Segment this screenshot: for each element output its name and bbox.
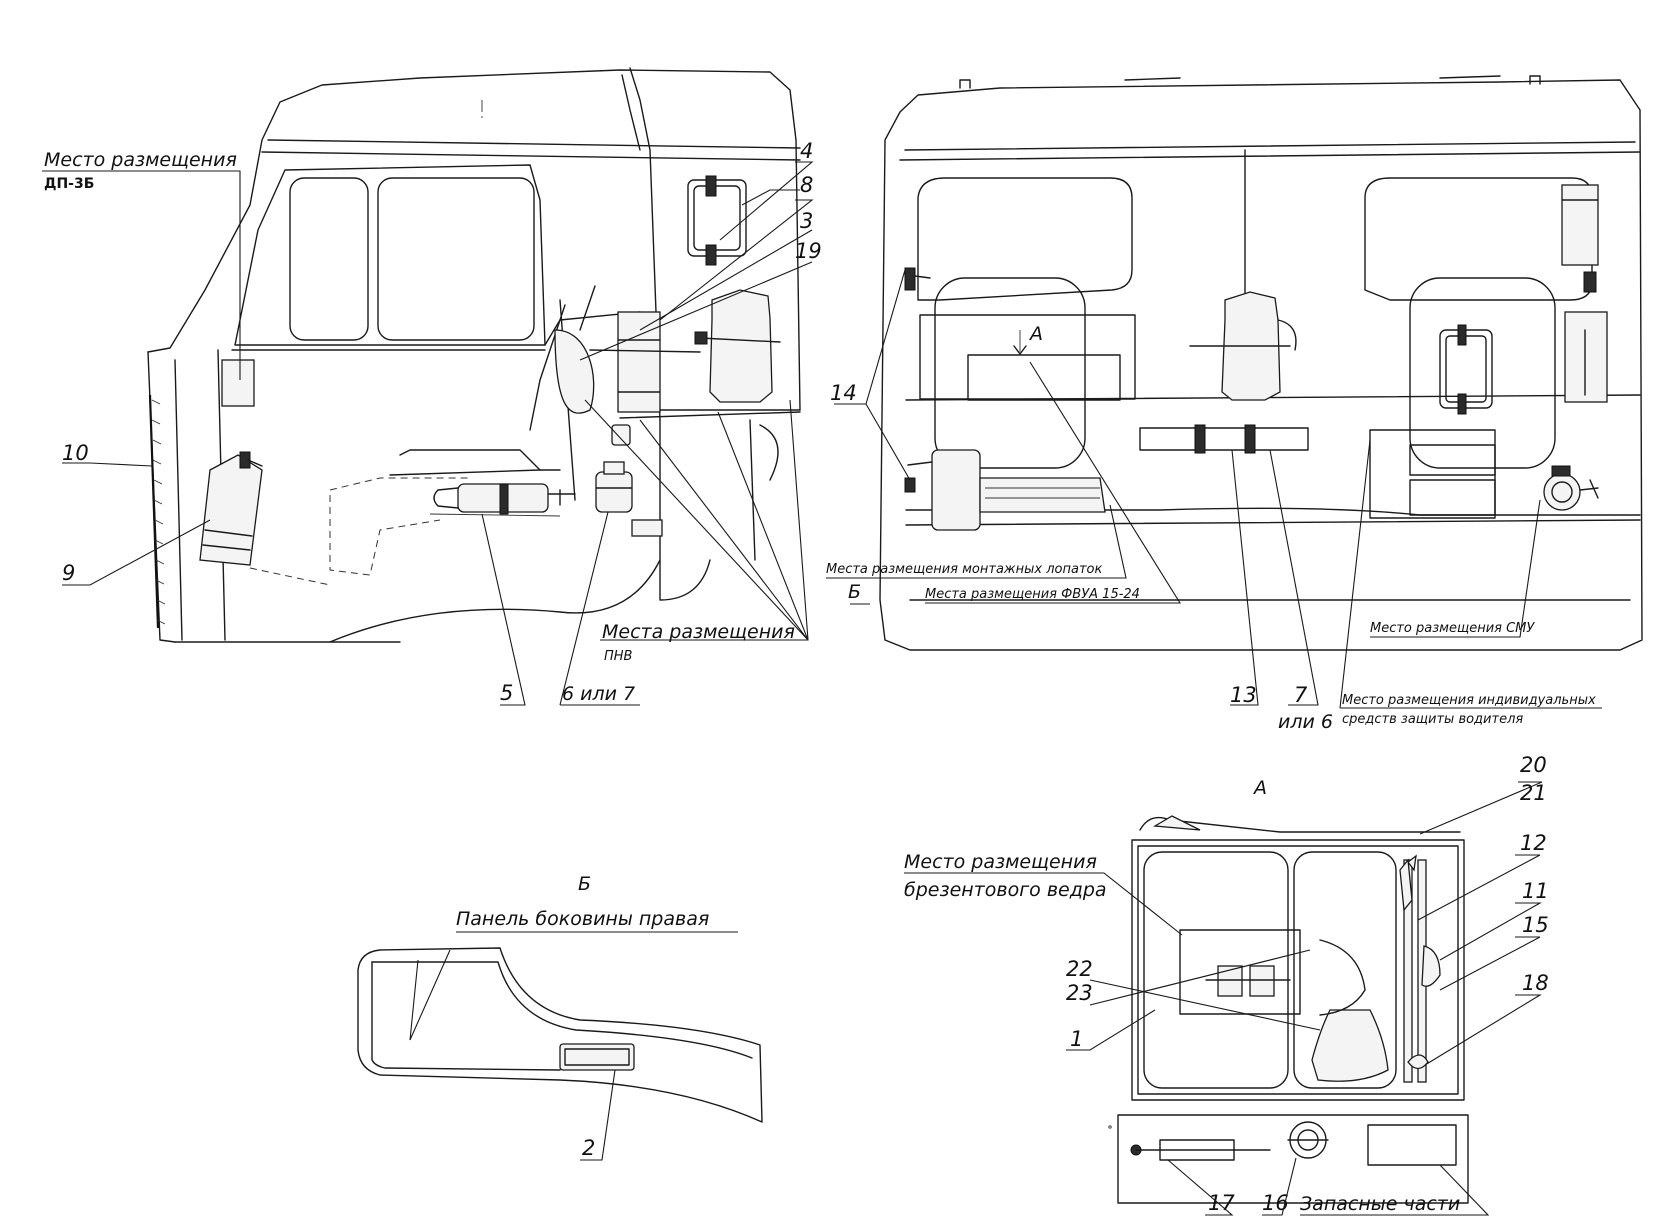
- panel-title: Панель боковины правая: [456, 908, 709, 930]
- ppe-place-line1: Место размещения индивидуальных: [1342, 693, 1596, 708]
- callout-6-or-7: 6 или 7: [562, 683, 635, 705]
- rear-filter-unit: [1189, 291, 1297, 401]
- bar-item-13-7: [1139, 424, 1309, 454]
- view-b-marker: Б: [848, 581, 861, 603]
- cab-rear-view: [879, 75, 1643, 651]
- callout-7: 7: [1294, 683, 1308, 707]
- callout-2: 2: [582, 1136, 595, 1160]
- bucket-place-line2: брезентового ведра: [904, 879, 1107, 901]
- bottle-item-5: [429, 483, 576, 517]
- callout-9: 9: [62, 561, 75, 585]
- callout-or-6: или 6: [1278, 711, 1333, 733]
- fire-extinguisher: [199, 451, 263, 566]
- callout-23: 23: [1066, 981, 1093, 1005]
- callout-14: 14: [830, 381, 857, 405]
- callout-17: 17: [1208, 1191, 1235, 1215]
- spare-parts-label: Запасные части: [1300, 1193, 1460, 1215]
- callout-11: 11: [1522, 879, 1549, 903]
- dp3b-name-label: ДП-3Б: [44, 176, 94, 192]
- pnv-place-label: Места размещения: [602, 621, 795, 643]
- filter-unit: [694, 289, 781, 403]
- callout-5: 5: [500, 681, 513, 705]
- callout-21: 21: [1520, 781, 1547, 805]
- callout-3: 3: [800, 209, 813, 233]
- callout-19: 19: [795, 239, 822, 263]
- callout-10: 10: [62, 441, 89, 465]
- canister-item-6-7: [595, 461, 633, 513]
- right-view-labels: 14 Места размещения монтажных лопаток Б …: [826, 269, 1602, 733]
- view-a-marker: А: [1028, 323, 1043, 345]
- view-a-toolbox: А: [904, 753, 1549, 1216]
- dp3b-place-label: Место размещения: [44, 149, 237, 171]
- fvua-unit: [907, 449, 1106, 531]
- tray-tool-17: [1130, 1139, 1271, 1161]
- callout-22: 22: [1066, 957, 1093, 981]
- callout-20: 20: [1520, 753, 1547, 777]
- callout-4: 4: [800, 139, 813, 163]
- tray-item-16: [1287, 1121, 1329, 1159]
- smu-place-label: Место размещения СМУ: [1370, 621, 1535, 636]
- callout-18: 18: [1522, 971, 1549, 995]
- callout-13: 13: [1230, 683, 1257, 707]
- pnv-name-label: ПНВ: [604, 649, 633, 664]
- view-a-title: А: [1252, 777, 1267, 799]
- ppe-place-line2: средств защиты водителя: [1342, 712, 1523, 727]
- callout-12: 12: [1520, 831, 1547, 855]
- cab-side-view: [147, 67, 801, 643]
- left-view-labels: Место размещения ДП-3Б 10 9 5 6 или 7 Ме…: [42, 139, 822, 706]
- fvua-place-label: Места размещения ФВУА 15-24: [925, 587, 1140, 602]
- view-b-title: Б: [578, 873, 591, 895]
- view-b-panel: Б Панель боковины правая 2: [357, 873, 763, 1161]
- callout-15: 15: [1522, 913, 1549, 937]
- callout-1: 1: [1070, 1027, 1083, 1051]
- frame-item-4: [687, 175, 747, 266]
- callout-8: 8: [800, 173, 813, 197]
- smu-device: [1543, 465, 1599, 511]
- shovels-place-label: Места размещения монтажных лопаток: [826, 562, 1102, 577]
- bucket-place-line1: Место размещения: [904, 851, 1097, 873]
- rear-frame: [1439, 324, 1493, 415]
- callout-16: 16: [1262, 1191, 1289, 1215]
